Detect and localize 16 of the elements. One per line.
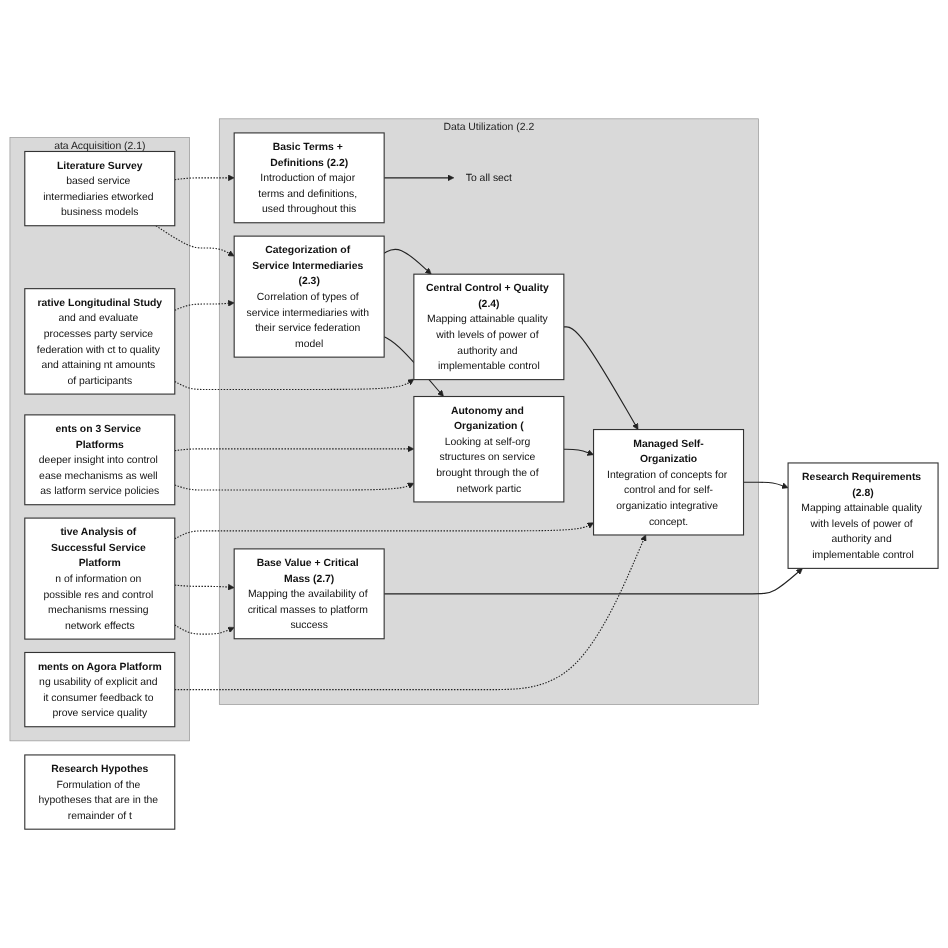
arrow — [383, 568, 803, 595]
arrow — [174, 522, 594, 540]
arrow — [174, 445, 415, 453]
arrow — [174, 300, 235, 311]
arrow — [742, 481, 789, 489]
arrow — [563, 448, 594, 456]
arrow — [174, 174, 235, 182]
arrow — [383, 248, 432, 275]
arrow — [383, 174, 455, 182]
arrow — [174, 378, 415, 390]
arrow — [174, 583, 235, 591]
arrow — [174, 624, 235, 635]
arrow — [174, 534, 647, 691]
arrow — [174, 482, 415, 491]
arrow — [563, 326, 639, 430]
arrow — [155, 225, 235, 257]
